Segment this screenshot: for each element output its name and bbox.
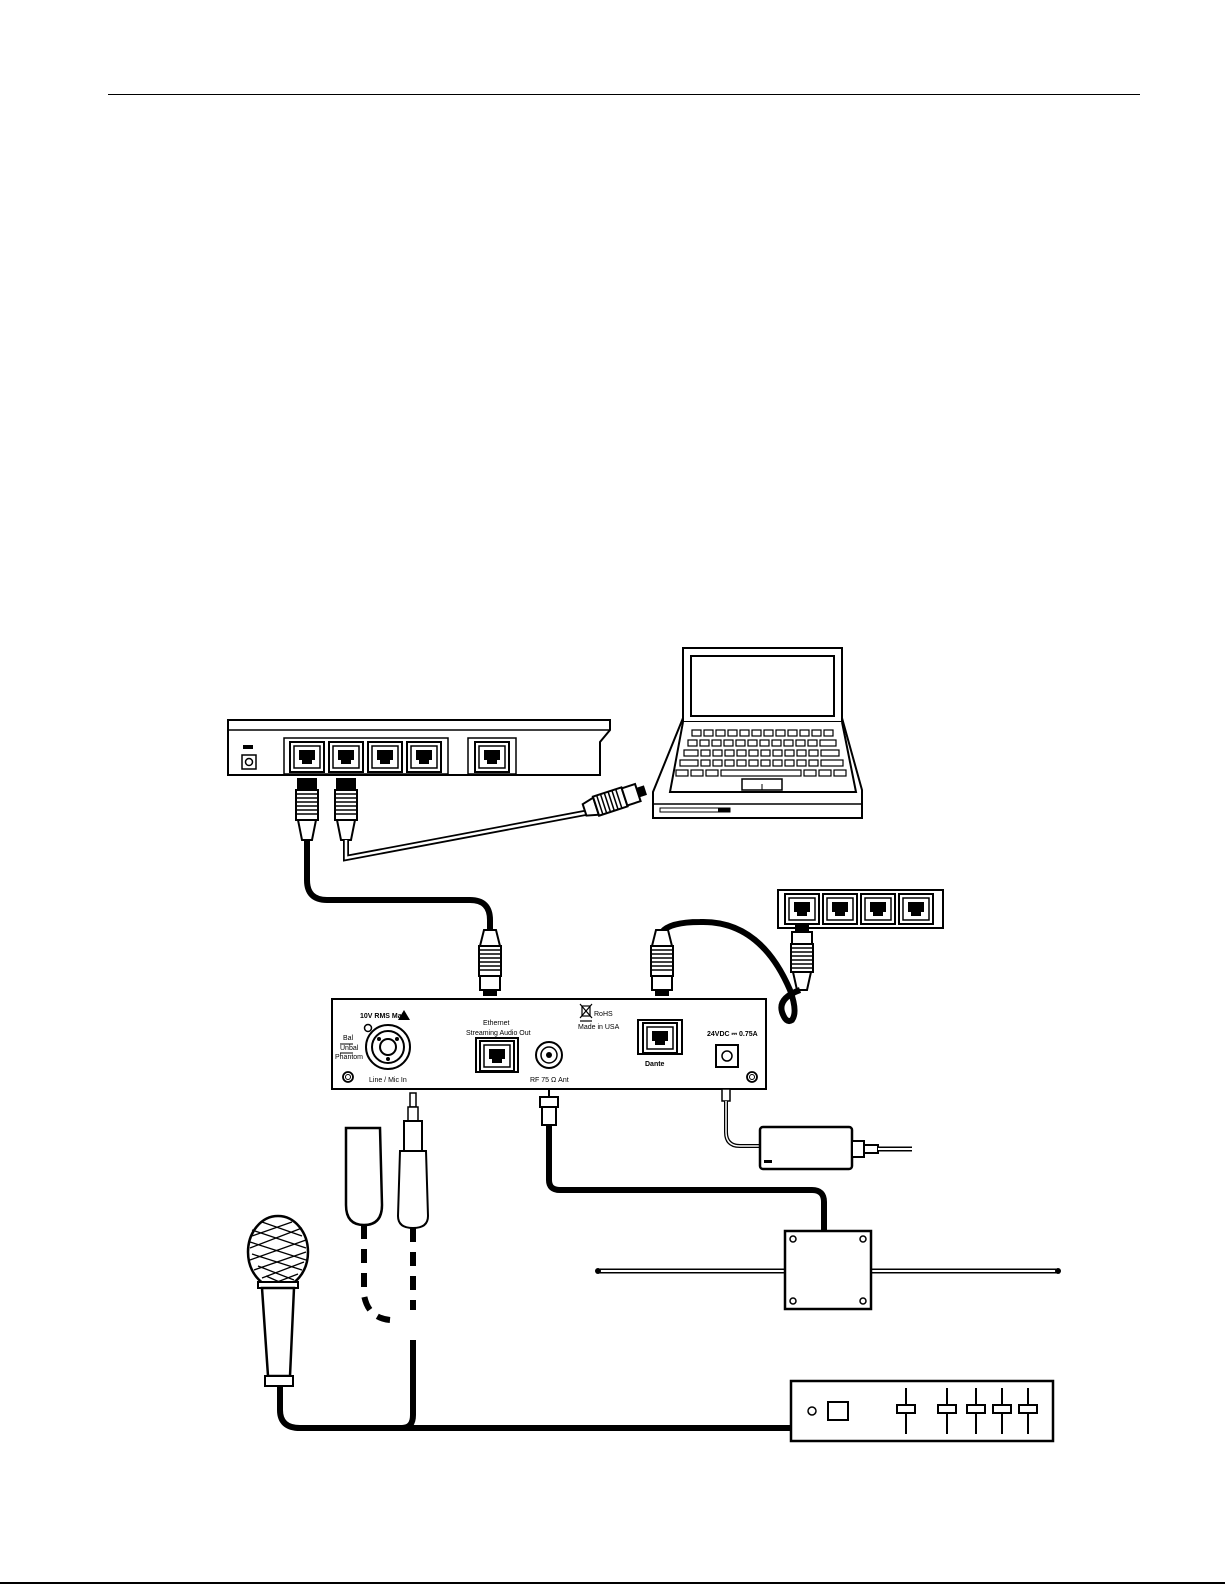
ethernet-label: Ethernet: [483, 1020, 510, 1027]
power-supply-icon: [722, 1089, 912, 1169]
trs-plug-icon: [398, 1093, 428, 1228]
power-rating-label: 24VDC ⎓ 0.75A: [707, 1031, 758, 1038]
voltage-warning-label: 10V RMS Max: [360, 1013, 406, 1020]
wall-plate-plug: [791, 924, 813, 990]
wall-plate-icon: [778, 890, 943, 928]
rohs-label: RoHS: [594, 1011, 613, 1018]
xlr-plug: [346, 1128, 382, 1225]
unbal-label: Unbal: [340, 1045, 359, 1052]
dante-logo: Dante: [645, 1061, 665, 1068]
laptop-icon: [653, 648, 862, 818]
switch-plug-2: [335, 778, 357, 840]
microphone-icon: [248, 1216, 308, 1386]
dante-plug: [651, 930, 673, 996]
receiver-ethernet-plug: [479, 930, 501, 996]
bal-label: Bal: [343, 1035, 354, 1042]
mixer-icon: [791, 1381, 1053, 1441]
rf-plug: [540, 1089, 558, 1125]
antenna-icon: [595, 1231, 1061, 1309]
switch-plug-1: [296, 778, 318, 840]
ethernet-switch-icon: [228, 720, 610, 775]
made-in-usa-label: Made in USA: [578, 1024, 620, 1031]
streaming-audio-out-label: Streaming Audio Out: [466, 1030, 531, 1037]
footer-rule: [0, 1582, 1225, 1584]
laptop-plug: [581, 781, 648, 820]
line-mic-in-label: Line / Mic In: [369, 1077, 407, 1084]
rf-ant-label: RF 75 Ω Ant: [530, 1077, 569, 1084]
phantom-label: Phantom: [335, 1054, 363, 1061]
